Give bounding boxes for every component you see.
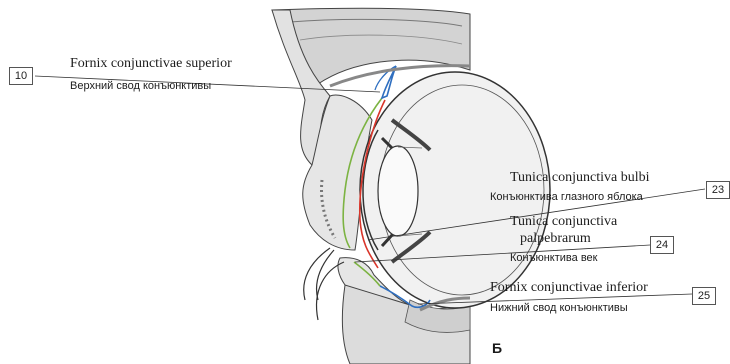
label-number-23: 23: [706, 181, 730, 199]
label-fornix-inferior-latin: Fornix conjunctivae inferior: [490, 280, 648, 296]
label-conjunctiva-palpebrarum-russian: Конъюнктива век: [510, 252, 597, 264]
label-conjunctiva-bulbi-russian: Конъюнктива глазного яблока: [490, 191, 643, 203]
label-number-24: 24: [650, 236, 674, 254]
label-conjunctiva-palpebrarum-latin-2: palpebrarum: [520, 231, 591, 247]
label-fornix-superior-russian: Верхний свод конъюнктивы: [70, 80, 211, 92]
label-fornix-inferior-russian: Нижний свод конъюнктивы: [490, 302, 628, 314]
panel-letter: Б: [492, 340, 502, 356]
label-number-25: 25: [692, 287, 716, 305]
label-number-10: 10: [9, 67, 33, 85]
label-conjunctiva-palpebrarum-latin-1: Tunica conjunctiva: [510, 214, 617, 230]
label-fornix-superior-latin: Fornix conjunctivae superior: [70, 56, 232, 72]
lens: [378, 146, 418, 236]
label-conjunctiva-bulbi-latin: Tunica conjunctiva bulbi: [510, 170, 649, 186]
